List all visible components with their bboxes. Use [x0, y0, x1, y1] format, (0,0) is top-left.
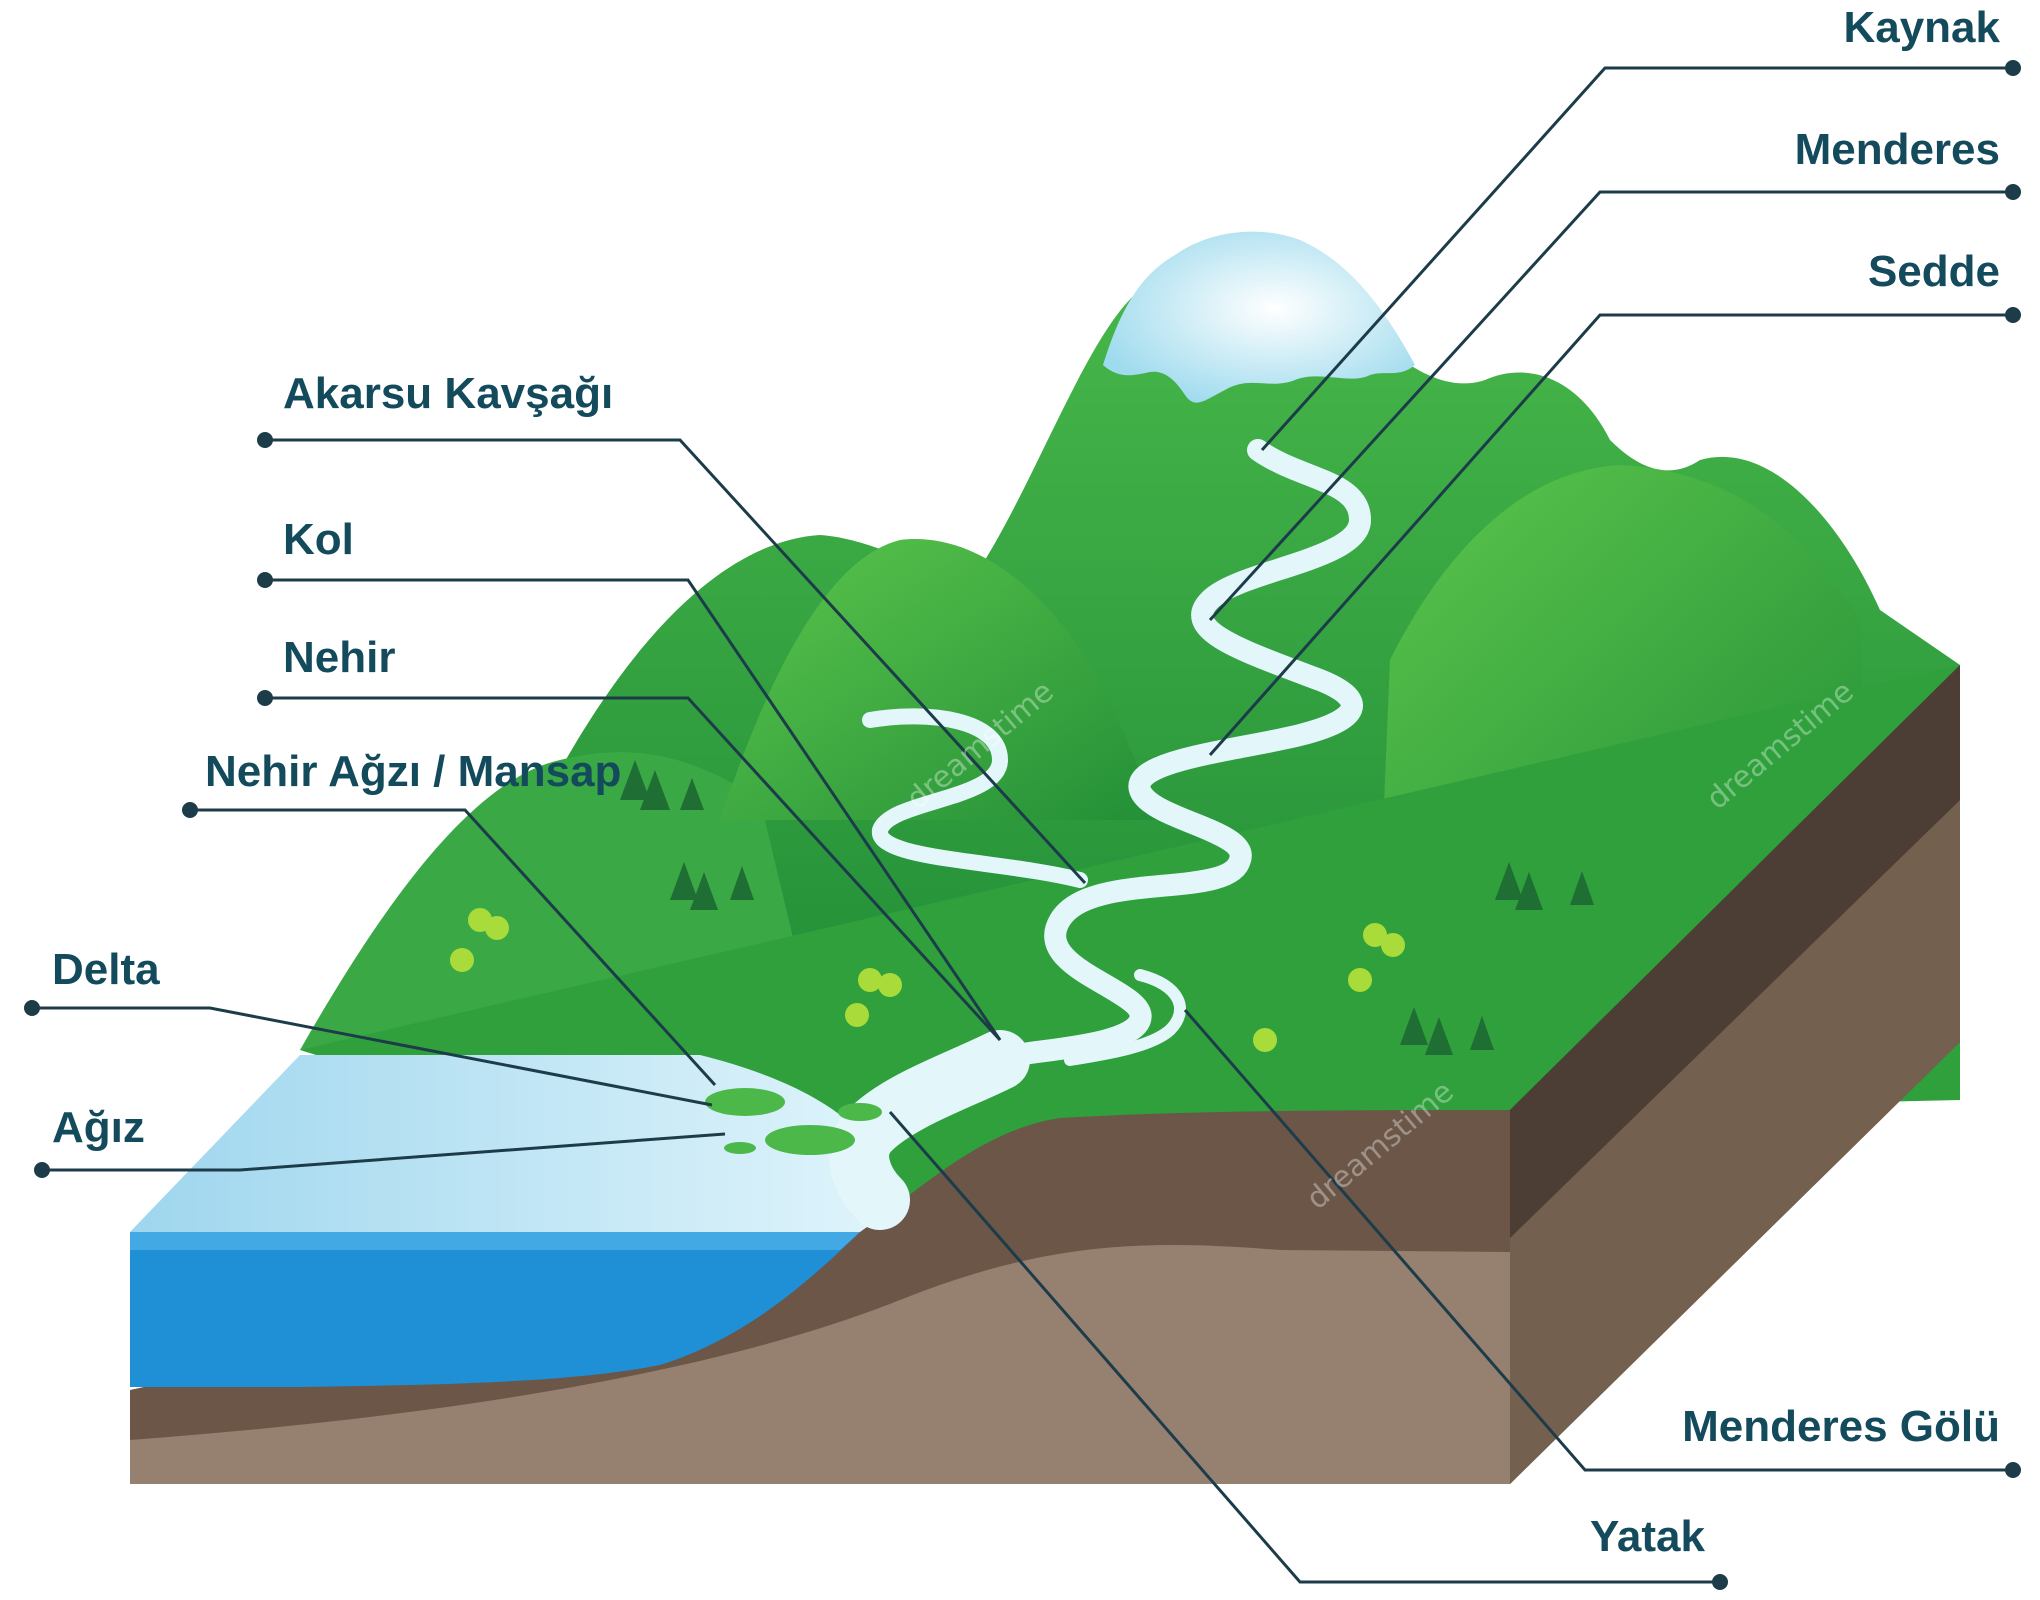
leader-lines [32, 66, 2013, 1584]
label-kaynak: Kaynak [1843, 3, 2000, 52]
leader-dots [24, 60, 2021, 1590]
sea-surface [130, 1055, 890, 1232]
label-yatak: Yatak [1590, 1512, 1705, 1561]
label-akarsu-kavsagi: Akarsu Kavşağı [283, 369, 614, 418]
trees [450, 760, 1594, 1055]
label-sedde: Sedde [1867, 247, 2000, 296]
delta-islands [705, 1088, 882, 1155]
label-nehir: Nehir [283, 633, 396, 682]
river-icon [829, 439, 1372, 1230]
snow-cap-icon [1103, 231, 1415, 403]
label-delta: Delta [52, 945, 160, 994]
sea-side [130, 1232, 860, 1387]
label-kol: Kol [283, 515, 354, 564]
terrain-block [130, 665, 1960, 1484]
label-agiz: Ağız [52, 1103, 145, 1152]
label-nehir-agzi: Nehir Ağzı / Mansap [205, 747, 622, 796]
label-menderes-golu: Menderes Gölü [1682, 1402, 2000, 1451]
label-menderes: Menderes [1794, 125, 2000, 174]
